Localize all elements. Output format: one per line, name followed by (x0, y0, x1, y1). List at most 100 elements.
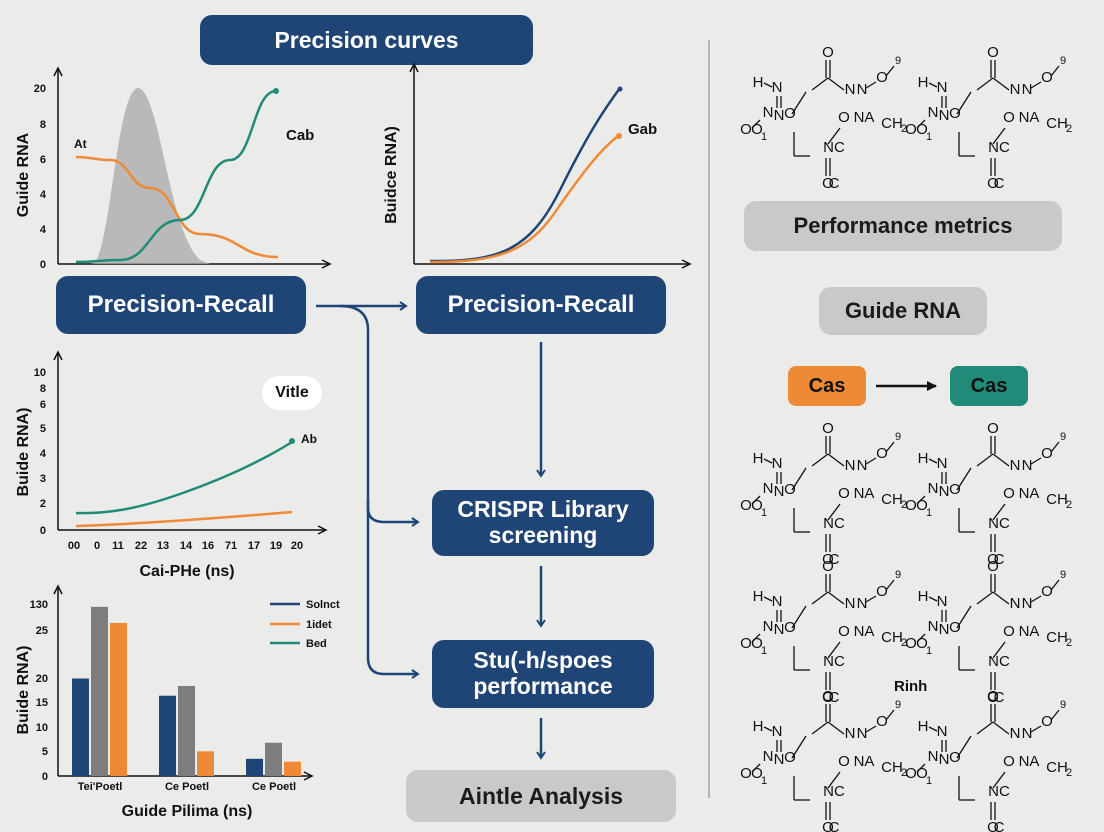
chem-atom: NA (1019, 109, 1040, 126)
chem-atom: N (857, 595, 868, 612)
chem-atom: O (987, 551, 999, 568)
chart1-ytick: 20 (34, 83, 46, 95)
chem-bond (956, 605, 972, 629)
chem-atom: 2 (1066, 637, 1072, 649)
chem-bond (811, 591, 829, 605)
chem-atom: O (740, 765, 752, 782)
chem-atom: 9 (895, 569, 901, 581)
chem-atom: O (784, 481, 796, 498)
chem-atom: O (916, 121, 928, 138)
chart3-ytick: 8 (40, 383, 46, 395)
chem-atom: N (939, 751, 950, 768)
chart4-bar (178, 685, 195, 776)
chem-atom: 2 (901, 123, 907, 135)
chart1-series-orange (75, 155, 279, 259)
chart1-annotation-cab: Cab (286, 127, 314, 144)
chart3-xtick: 22 (135, 540, 147, 552)
chart3-xtick: 14 (180, 540, 193, 552)
chem-atom: N (857, 81, 868, 98)
chem-atom: 2 (901, 499, 907, 511)
guide-rna-label: Guide RNA (819, 287, 987, 335)
chem-atom: C (829, 819, 840, 832)
chem-atom: O (916, 635, 928, 652)
chem-atom: O (838, 485, 850, 502)
chart3-xtick: 17 (248, 540, 260, 552)
precision-recall-right-node[interactable]: Precision-Recall (416, 276, 666, 334)
chem-atom: N (845, 457, 856, 474)
chem-atom: N (845, 595, 856, 612)
chem-bond (976, 721, 994, 735)
chem-bond (928, 596, 938, 602)
chart4-bar (197, 751, 214, 776)
chem-atom: O (838, 109, 850, 126)
rinh-label: Rinh (894, 678, 928, 695)
chem-atom: H (753, 588, 764, 605)
chart3-xtick: 20 (291, 540, 303, 552)
chart4-xtick: Ce Poetl (252, 781, 296, 793)
chart3-xtick: 00 (68, 540, 80, 552)
chart2-point-orange (616, 133, 622, 139)
chart3-xtick: 0 (94, 540, 100, 552)
chem-atom: C (829, 551, 840, 568)
chem-bond (916, 119, 926, 129)
chem-atom: H (753, 74, 764, 91)
chem-atom: NC (823, 139, 845, 156)
chem-bond (791, 735, 807, 759)
chem-atom: O (876, 445, 888, 462)
precision-recall-left-node[interactable]: Precision-Recall (56, 276, 306, 334)
chart4-bar (284, 761, 301, 776)
chem-bond (976, 453, 994, 467)
chart4-bar (265, 742, 282, 776)
chem-atom: O (987, 689, 999, 706)
chem-bond (976, 77, 994, 91)
chem-atom: 1 (926, 131, 932, 143)
chart4-bar (246, 758, 263, 776)
chem-atom: 9 (1060, 699, 1066, 711)
chem-atom: N (1010, 81, 1021, 98)
chem-bond (827, 503, 841, 521)
chem-bond (763, 596, 773, 602)
chem-atom: 1 (761, 507, 767, 519)
cas-right-badge: Cas (950, 366, 1028, 406)
chem-atom: O (784, 105, 796, 122)
chem-bond (791, 91, 807, 115)
chem-atom: O (822, 551, 834, 568)
chem-atom: CH (881, 115, 903, 132)
chem-atom: O (949, 619, 961, 636)
chem-atom: O (916, 765, 928, 782)
chem-atom: NA (854, 753, 875, 770)
chem-bond (928, 82, 938, 88)
chem-atom: 1 (761, 775, 767, 787)
chem-atom: 9 (1060, 569, 1066, 581)
chem-bond (865, 457, 877, 465)
chem-atom: 9 (895, 431, 901, 443)
aintle-analysis-node[interactable]: Aintle Analysis (406, 770, 676, 822)
chem-atom: N (1022, 81, 1033, 98)
chem-atom: O (822, 44, 834, 61)
performance-node[interactable]: Stu(-h/spoes performance (432, 640, 654, 708)
chem-bond (1050, 709, 1060, 721)
chart4-bar (110, 622, 127, 776)
chart1-ytick: 4 (40, 189, 47, 201)
chem-atom: O (987, 175, 999, 192)
crispr-library-screening-node[interactable]: CRISPR Library screening (432, 490, 654, 556)
chart3-xlabel: Cai-PHe (ns) (139, 563, 234, 580)
chem-atom: 2 (1066, 499, 1072, 511)
chem-atom: 1 (926, 645, 932, 657)
chem-atom: NA (854, 485, 875, 502)
chem-atom: O (905, 497, 917, 514)
chem-atom: 2 (1066, 767, 1072, 779)
chart3-ylabel: Buide RNA) (15, 408, 32, 497)
chart4-ytick: 20 (36, 673, 48, 685)
chem-atom: O (822, 175, 834, 192)
chem-atom: O (905, 121, 917, 138)
chem-bond (751, 119, 761, 129)
chem-bond (885, 65, 895, 77)
chem-atom: O (751, 497, 763, 514)
chem-bond (827, 591, 845, 605)
chart3-point-teal (289, 438, 295, 444)
chem-atom: N (937, 723, 948, 740)
chem-atom: H (918, 450, 929, 467)
chart4-ytick: 15 (36, 697, 48, 709)
